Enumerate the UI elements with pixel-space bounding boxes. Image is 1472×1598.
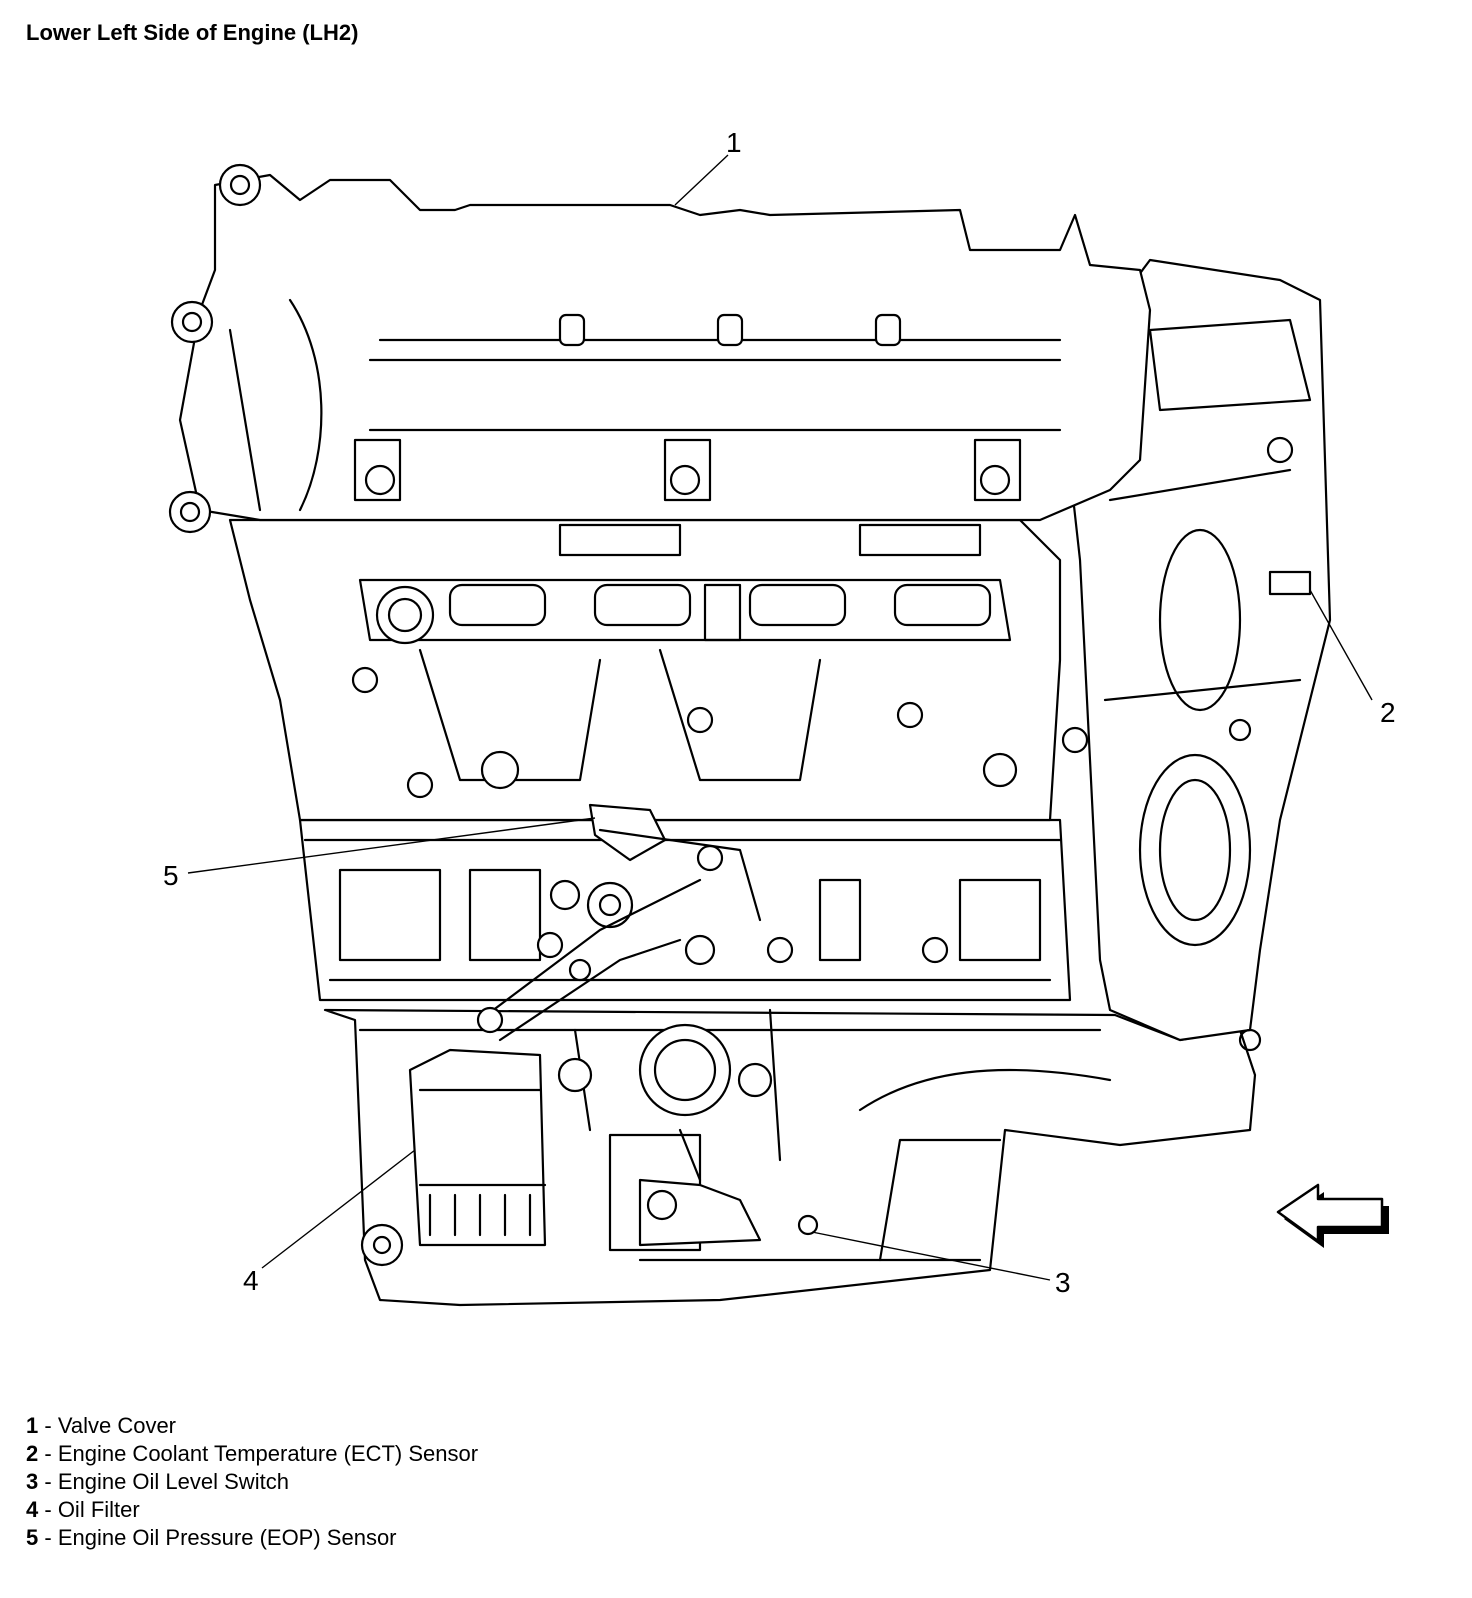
legend-number: 1	[26, 1413, 39, 1438]
legend-number: 4	[26, 1497, 39, 1522]
legend-separator: -	[38, 1469, 58, 1494]
oil-filter	[360, 1048, 547, 1267]
engine-block	[298, 818, 1072, 1002]
legend-label: Engine Coolant Temperature (ECT) Sensor	[57, 1441, 479, 1466]
legend-label: Oil Filter	[57, 1497, 140, 1522]
callout-1: 1	[726, 127, 742, 158]
legend-number: 3	[26, 1469, 39, 1494]
legend-label: Engine Oil Level Switch	[57, 1469, 289, 1494]
valve-cover	[168, 163, 1152, 557]
callout-4: 4	[243, 1265, 259, 1296]
callout-2: 2	[1380, 697, 1396, 728]
callout-5: 5	[163, 860, 179, 891]
cylinder-head	[228, 518, 1089, 822]
arrow-left-icon	[1276, 1183, 1389, 1248]
callout-3: 3	[1055, 1267, 1071, 1298]
legend-label: Valve Cover	[57, 1413, 177, 1438]
parts-legend: 1 - Valve Cover 2 - Engine Coolant Tempe…	[26, 1412, 478, 1552]
legend-separator: -	[38, 1441, 58, 1466]
leader-lines	[187, 154, 1373, 1281]
legend-item: 4 - Oil Filter	[26, 1496, 478, 1524]
legend-item: 5 - Engine Oil Pressure (EOP) Sensor	[26, 1524, 478, 1552]
legend-item: 1 - Valve Cover	[26, 1412, 478, 1440]
legend-separator: -	[38, 1413, 58, 1438]
legend-label: Engine Oil Pressure (EOP) Sensor	[57, 1525, 397, 1550]
legend-separator: -	[38, 1525, 58, 1550]
page-title: Lower Left Side of Engine (LH2)	[26, 20, 359, 45]
legend-item: 2 - Engine Coolant Temperature (ECT) Sen…	[26, 1440, 478, 1468]
legend-separator: -	[38, 1497, 58, 1522]
eop-sensor	[476, 803, 949, 1098]
legend-item: 3 - Engine Oil Level Switch	[26, 1468, 478, 1496]
oil-level-switch	[638, 1128, 819, 1247]
legend-number: 5	[26, 1525, 39, 1550]
legend-number: 2	[26, 1441, 39, 1466]
